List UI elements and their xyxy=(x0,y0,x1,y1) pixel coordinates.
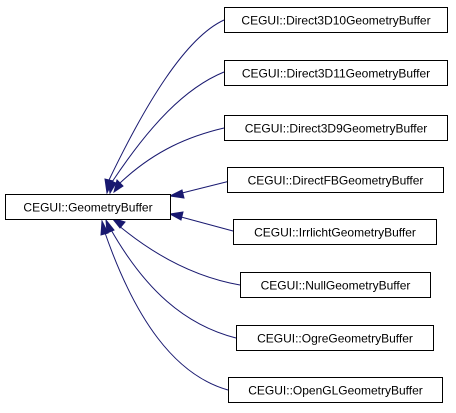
derived-class-label: CEGUI::Direct3D11GeometryBuffer xyxy=(242,67,430,81)
derived-class-label: CEGUI::NullGeometryBuffer xyxy=(261,279,411,293)
edge-ogre xyxy=(109,227,237,339)
arrowhead-ogre xyxy=(105,218,115,234)
derived-class-box[interactable] xyxy=(224,60,448,86)
base-class-box[interactable] xyxy=(5,194,171,220)
derived-class-label: CEGUI::DirectFBGeometryBuffer xyxy=(248,174,424,188)
node-directfb[interactable]: CEGUI::DirectFBGeometryBuffer xyxy=(227,167,444,193)
derived-class-box[interactable] xyxy=(224,115,448,141)
node-opengl[interactable]: CEGUI::OpenGLGeometryBuffer xyxy=(228,377,443,403)
arrowhead-direct3d9 xyxy=(113,179,124,194)
base-class-label: CEGUI::GeometryBuffer xyxy=(23,201,152,215)
arrowhead-irrlicht xyxy=(168,211,184,221)
node-direct3d10[interactable]: CEGUI::Direct3D10GeometryBuffer xyxy=(224,7,448,33)
derived-class-box[interactable] xyxy=(240,272,431,298)
arrowhead-opengl xyxy=(100,219,109,236)
derived-class-label: CEGUI::Direct3D10GeometryBuffer xyxy=(241,14,430,28)
edge-direct3d9 xyxy=(119,127,225,184)
derived-class-label: CEGUI::OpenGLGeometryBuffer xyxy=(248,384,423,398)
edge-opengl xyxy=(103,229,229,391)
node-null[interactable]: CEGUI::NullGeometryBuffer xyxy=(240,272,431,298)
derived-class-box[interactable] xyxy=(233,219,437,245)
arrowhead-directfb xyxy=(168,189,185,199)
derived-class-label: CEGUI::IrrlichtGeometryBuffer xyxy=(254,226,416,240)
edge-direct3d10 xyxy=(108,19,225,181)
edge-direct3d11 xyxy=(111,71,225,183)
node-direct3d11[interactable]: CEGUI::Direct3D11GeometryBuffer xyxy=(224,60,448,86)
inheritance-edges xyxy=(100,19,241,391)
node-ogre[interactable]: CEGUI::OgreGeometryBuffer xyxy=(236,325,434,351)
derived-class-box[interactable] xyxy=(236,325,434,351)
edge-null xyxy=(117,224,241,286)
node-irrlicht[interactable]: CEGUI::IrrlichtGeometryBuffer xyxy=(233,219,437,245)
arrowhead-direct3d11 xyxy=(107,179,117,195)
derived-class-box[interactable] xyxy=(228,377,443,403)
derived-class-box[interactable] xyxy=(227,167,444,193)
derived-class-label: CEGUI::Direct3D9GeometryBuffer xyxy=(245,122,428,136)
node-base[interactable]: CEGUI::GeometryBuffer xyxy=(5,194,171,220)
derived-class-box[interactable] xyxy=(224,7,448,33)
node-direct3d9[interactable]: CEGUI::Direct3D9GeometryBuffer xyxy=(224,115,448,141)
derived-class-label: CEGUI::OgreGeometryBuffer xyxy=(257,332,413,346)
